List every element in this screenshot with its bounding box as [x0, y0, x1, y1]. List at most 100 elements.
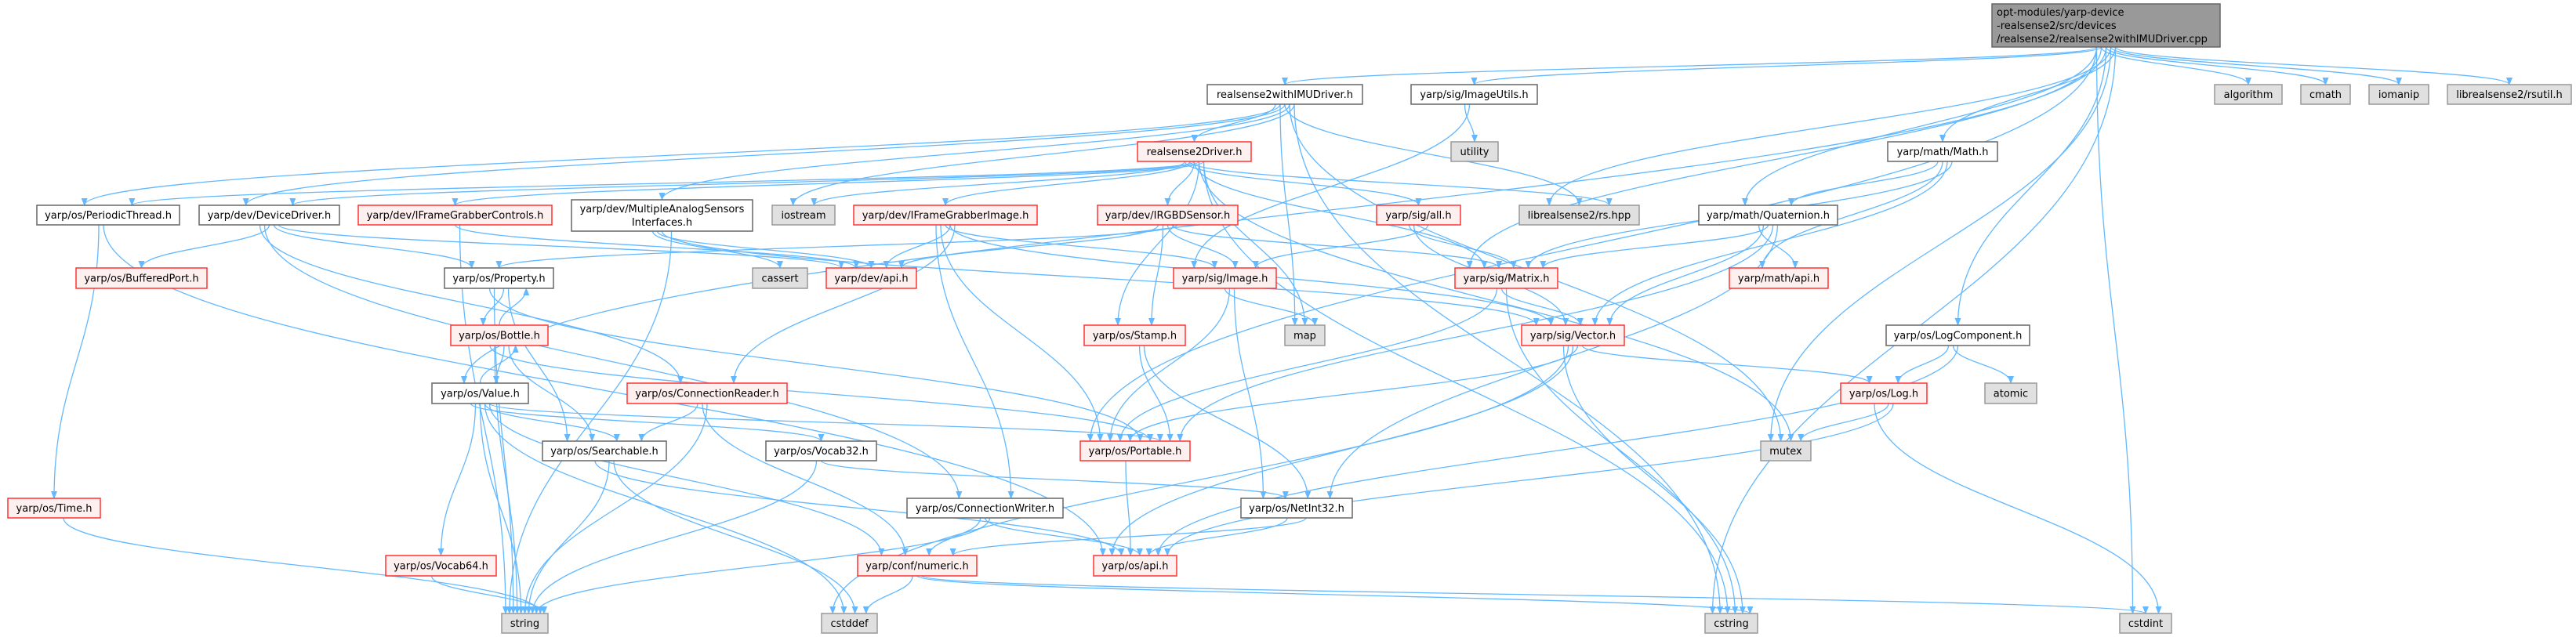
node-portable[interactable]: yarp/os/Portable.h	[1079, 440, 1191, 461]
edge-root-to-imageutils	[1471, 46, 2103, 85]
node-stamp[interactable]: yarp/os/Stamp.h	[1083, 324, 1186, 346]
node-box	[1991, 3, 2221, 48]
node-vocab32[interactable]: yarp/os/Vocab32.h	[765, 440, 877, 461]
node-root[interactable]: opt-modules/yarp-device-realsense2/src/d…	[1991, 3, 2221, 48]
node-vocab64[interactable]: yarp/os/Vocab64.h	[385, 555, 497, 577]
node-devicedriver[interactable]: yarp/dev/DeviceDriver.h	[198, 204, 340, 226]
node-all[interactable]: yarp/sig/all.h	[1376, 204, 1461, 226]
node-ifgcontrols[interactable]: yarp/dev/IFrameGrabberControls.h	[357, 204, 553, 226]
node-periodic[interactable]: yarp/os/PeriodicThread.h	[36, 204, 180, 226]
node-image[interactable]: yarp/sig/Image.h	[1173, 267, 1277, 289]
edge-value-to-vocab64	[437, 403, 477, 556]
node-imu[interactable]: realsense2withIMUDriver.h	[1206, 84, 1363, 105]
node-searchable[interactable]: yarp/os/Searchable.h	[542, 440, 667, 461]
node-box	[1410, 84, 1538, 105]
edge-ifgimage-to-connreader	[731, 224, 956, 384]
node-iostream[interactable]: iostream	[771, 204, 836, 226]
edge-log-to-cstdint	[1874, 403, 2162, 614]
node-cassert[interactable]: cassert	[752, 267, 808, 289]
node-map[interactable]: map	[1284, 324, 1326, 346]
edge-image-to-map	[1224, 288, 1319, 326]
node-box	[1376, 204, 1461, 226]
node-bottle[interactable]: yarp/os/Bottle.h	[450, 324, 549, 346]
edge-periodic-to-time	[51, 224, 100, 499]
edge-stamp-to-portable	[1138, 345, 1174, 442]
node-property[interactable]: yarp/os/Property.h	[444, 267, 554, 289]
node-box	[431, 382, 529, 404]
node-cstdint[interactable]: cstdint	[2119, 613, 2172, 634]
node-mutex[interactable]: mutex	[1760, 440, 1812, 461]
node-iomanip[interactable]: iomanip	[2368, 84, 2429, 105]
node-cmath[interactable]: cmath	[2300, 84, 2351, 105]
edge-root-to-rshpp	[1546, 46, 2112, 206]
node-box	[450, 324, 549, 346]
node-irgbd[interactable]: yarp/dev/IRGBDSensor.h	[1097, 204, 1239, 226]
node-bufferedport[interactable]: yarp/os/BufferedPort.h	[75, 267, 208, 289]
node-rs2driver[interactable]: realsense2Driver.h	[1137, 141, 1252, 162]
node-string[interactable]: string	[501, 613, 549, 634]
node-box	[626, 382, 788, 404]
edge-root-to-logcomp	[1954, 46, 2107, 326]
node-label: yarp/os/NetInt32.h	[1249, 503, 1344, 515]
node-box	[357, 204, 553, 226]
node-connreader[interactable]: yarp/os/ConnectionReader.h	[626, 382, 788, 404]
edge-vocab64-to-string	[430, 575, 548, 614]
node-imageutils[interactable]: yarp/sig/ImageUtils.h	[1410, 84, 1538, 105]
node-label: realsense2withIMUDriver.h	[1217, 89, 1353, 101]
node-box	[825, 267, 917, 289]
node-value[interactable]: yarp/os/Value.h	[431, 382, 529, 404]
node-box	[853, 204, 1038, 226]
node-osapi[interactable]: yarp/os/api.h	[1093, 555, 1177, 577]
node-box	[7, 498, 101, 519]
node-matrix[interactable]: yarp/sig/Matrix.h	[1454, 267, 1558, 289]
node-label: yarp/os/api.h	[1102, 561, 1169, 573]
node-ifgimage[interactable]: yarp/dev/IFrameGrabberImage.h	[853, 204, 1038, 226]
node-mathapi[interactable]: yarp/math/api.h	[1729, 267, 1829, 289]
node-connwriter[interactable]: yarp/os/ConnectionWriter.h	[906, 498, 1064, 519]
node-box	[1173, 267, 1277, 289]
node-box	[821, 613, 878, 634]
edge-imu-to-periodic	[81, 103, 1281, 206]
node-numeric[interactable]: yarp/conf/numeric.h	[857, 555, 978, 577]
node-masi[interactable]: yarp/dev/MultipleAnalogSensorsInterfaces…	[571, 199, 753, 232]
node-label: yarp/conf/numeric.h	[865, 561, 969, 573]
node-rshpp[interactable]: librealsense2/rs.hpp	[1518, 204, 1640, 226]
edge-math-to-vector	[1591, 161, 1948, 326]
node-label: yarp/math/api.h	[1738, 273, 1820, 285]
edge-quaternion-to-mathapi	[1758, 224, 1798, 269]
edge-rs2driver-to-ifgimage	[942, 161, 1191, 206]
edge-value-to-string	[479, 403, 524, 614]
node-netint[interactable]: yarp/os/NetInt32.h	[1240, 498, 1353, 519]
node-label: yarp/os/Searchable.h	[550, 446, 659, 458]
node-logcomp[interactable]: yarp/os/LogComponent.h	[1885, 324, 2030, 346]
node-label: yarp/sig/Matrix.h	[1464, 273, 1550, 285]
edge-ifgimage-to-connwriter	[935, 224, 1014, 499]
node-vector[interactable]: yarp/sig/Vector.h	[1521, 324, 1625, 346]
node-time[interactable]: yarp/os/Time.h	[7, 498, 101, 519]
edge-masi-to-string	[506, 230, 673, 614]
node-box	[2447, 84, 2572, 105]
node-rsutil[interactable]: librealsense2/rsutil.h	[2447, 84, 2572, 105]
node-utility[interactable]: utility	[1450, 141, 1499, 162]
file-nodes: opt-modules/yarp-device-realsense2/src/d…	[7, 3, 2572, 634]
edge-value-to-bottle	[479, 345, 519, 384]
edge-rs2driver-to-all	[1184, 161, 1422, 206]
edge-root-to-cstdint	[2095, 46, 2136, 614]
node-label: yarp/dev/MultipleAnalogSensors	[580, 204, 745, 215]
node-devapi[interactable]: yarp/dev/api.h	[825, 267, 917, 289]
edge-devicedriver-to-bufferedport	[138, 224, 270, 269]
node-algorithm[interactable]: algorithm	[2214, 84, 2283, 105]
node-cstring[interactable]: cstring	[1704, 613, 1758, 634]
node-math[interactable]: yarp/math/Math.h	[1887, 141, 1998, 162]
edge-ifgcontrols-to-string	[459, 224, 509, 614]
edge-connwriter-to-numeric	[926, 517, 981, 556]
node-log[interactable]: yarp/os/Log.h	[1840, 382, 1928, 404]
node-cstddef[interactable]: cstddef	[821, 613, 878, 634]
node-quaternion[interactable]: yarp/math/Quaternion.h	[1698, 204, 1838, 226]
edge-time-to-string	[63, 517, 544, 614]
edge-math-to-mathapi	[1759, 161, 1943, 269]
edge-vector-to-portable	[1127, 345, 1579, 442]
node-atomic[interactable]: atomic	[1984, 382, 2037, 404]
edge-rs2driver-to-matrix	[1193, 161, 1488, 269]
